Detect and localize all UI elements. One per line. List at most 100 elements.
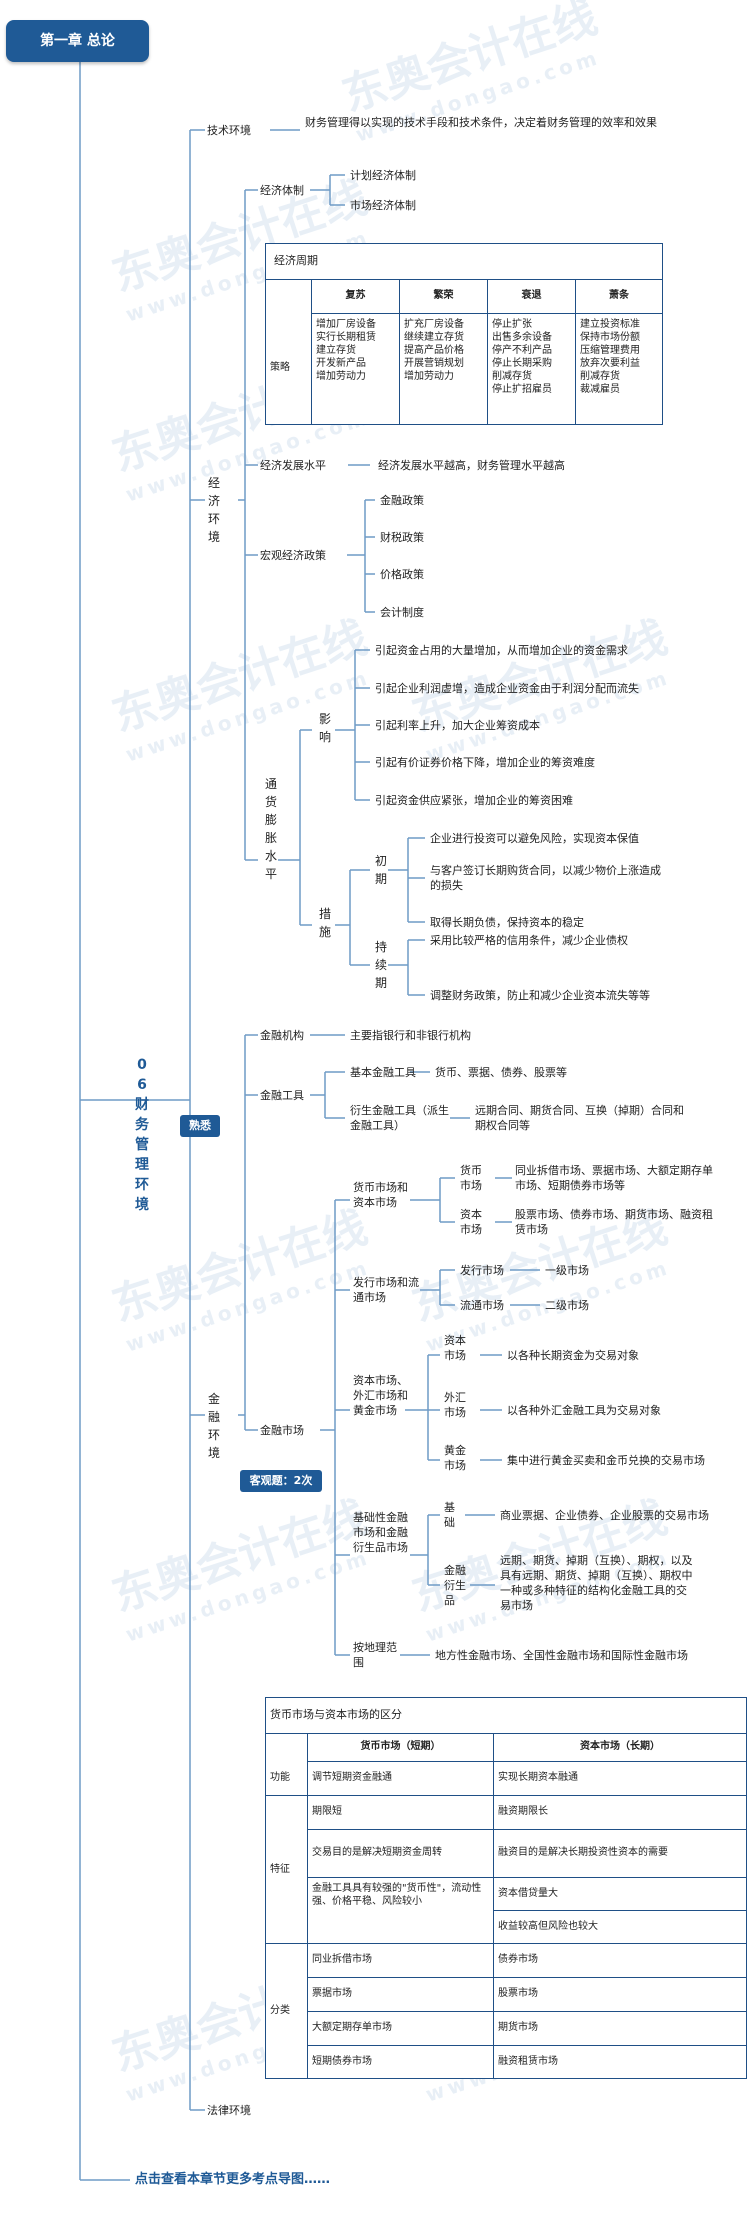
inflation-impact-5: 引起资金供应紧张，增加企业的筹资困难 (375, 794, 573, 807)
capital-market-2-node[interactable]: 资本市场 (444, 1334, 466, 1362)
capital-market-2-desc: 以各种长期资金为交易对象 (507, 1349, 639, 1362)
compare-col-capital: 资本市场（长期） (580, 1741, 660, 1752)
strategy-depression: 建立投资标准 保持市场份额 压缩管理费用 放弃次要利益 削减存货 裁减雇员 (580, 319, 640, 395)
chapter-title: 第一章 总论 (40, 33, 115, 49)
class-capital-4: 融资租赁市场 (498, 2056, 558, 2067)
secondary-market-desc: 二级市场 (545, 1299, 589, 1312)
law-env-node[interactable]: 法律环境 (207, 2104, 251, 2117)
fin-tools-derivative-node[interactable]: 衍生金融工具（派生金融工具） (350, 1104, 449, 1132)
fin-institution-node[interactable]: 金融机构 (260, 1029, 304, 1042)
econ-cycle-title: 经济周期 (274, 254, 318, 267)
class-capital-1: 债券市场 (498, 1954, 538, 1965)
inflation-early-node[interactable]: 初期 (374, 854, 387, 886)
fx-market-desc: 以各种外汇金融工具为交易对象 (507, 1404, 661, 1417)
inflation-early-3: 取得长期负债，保持资本的稳定 (430, 916, 584, 929)
macro-policy-node[interactable]: 宏观经济政策 (260, 549, 326, 562)
class-capital-3: 期货市场 (498, 2022, 538, 2033)
strategy-boom: 扩充厂房设备 继续建立存货 提高产品价格 开展营销规划 增加劳动力 (404, 319, 464, 382)
inflation-impact-2: 引起企业利润虚增，造成企业资金由于利润分配而流失 (375, 682, 639, 695)
func-label: 功能 (270, 1772, 290, 1783)
exam-frequency-badge: 客观题：2次 (240, 1470, 322, 1492)
macro-policy-finance: 金融政策 (380, 494, 424, 507)
feature-capital-1: 融资期限长 (498, 1806, 548, 1817)
econ-development-desc: 经济发展水平越高，财务管理水平越高 (378, 459, 565, 472)
phase-recession: 衰退 (521, 290, 542, 301)
econ-cycle-table: 经济周期 复苏 繁荣 衰退 萧条 策略 增加厂房设备 实行长期租赁 建立存货 开… (265, 243, 663, 425)
feature-money-2: 交易目的是解决短期资金周转 (312, 1847, 442, 1858)
tech-env-node[interactable]: 技术环境 (207, 124, 251, 137)
inflation-impact-node[interactable]: 影响 (318, 712, 331, 744)
capital-market-desc: 股票市场、债券市场、期货市场、融资租赁市场 (515, 1208, 713, 1236)
macro-policy-price: 价格政策 (380, 568, 424, 581)
fin-env-node[interactable]: 金融环境 (207, 1392, 220, 1460)
basic-deriv-market-node[interactable]: 基础性金融市场和金融衍生品市场 (353, 1511, 408, 1554)
fin-tools-derivative-desc: 远期合同、期货合同、互换（掉期）合同和期权合同等 (475, 1104, 684, 1132)
money-market-node[interactable]: 货币市场 (460, 1164, 482, 1192)
class-money-4: 短期债券市场 (312, 2056, 372, 2067)
feature-money-3: 金融工具具有较强的"货币性"，流动性强、价格平稳、风险较小 (312, 1883, 482, 1907)
chapter-title-button[interactable]: 第一章 总论 (6, 20, 149, 62)
compare-title: 货币市场与资本市场的区分 (270, 1708, 402, 1721)
strategy-recession: 停止扩张 出售多余设备 停产不利产品 停止长期采购 削减存货 停止扩招雇员 (492, 319, 552, 395)
inflation-early-2: 与客户签订长期购货合同，以减少物价上涨造成的损失 (430, 864, 661, 892)
strategy-label: 策略 (270, 362, 290, 373)
fin-tools-basic-node[interactable]: 基本金融工具 (350, 1066, 416, 1079)
issue-circulation-node[interactable]: 发行市场和流通市场 (353, 1276, 419, 1304)
inflation-continuous-node[interactable]: 持续期 (374, 940, 387, 990)
geo-market-desc: 地方性金融市场、全国性金融市场和国际性金融市场 (435, 1649, 688, 1662)
primary-market-node[interactable]: 发行市场 (460, 1264, 504, 1277)
fin-institution-desc: 主要指银行和非银行机构 (350, 1029, 471, 1042)
econ-development-node[interactable]: 经济发展水平 (260, 459, 326, 472)
market-compare-table: 货币市场与资本市场的区分 货币市场（短期） 资本市场（长期） 功能 调节短期资金… (265, 1697, 747, 2079)
money-capital-market-node[interactable]: 货币市场和资本市场 (353, 1181, 408, 1209)
fin-tools-node[interactable]: 金融工具 (260, 1089, 304, 1102)
feature-capital-3: 资本借贷量大 (498, 1888, 558, 1899)
capital-market-node[interactable]: 资本市场 (460, 1208, 482, 1236)
phase-depression: 萧条 (609, 290, 629, 301)
fin-tools-basic-desc: 货币、票据、债券、股票等 (435, 1066, 567, 1079)
inflation-measure-node[interactable]: 措施 (318, 907, 331, 939)
func-money: 调节短期资金融通 (312, 1772, 392, 1783)
class-money-2: 票据市场 (312, 1988, 352, 1999)
inflation-impact-4: 引起有价证券价格下降，增加企业的筹资难度 (375, 756, 595, 769)
econ-system-market: 市场经济体制 (350, 199, 416, 212)
feature-label: 特征 (270, 1864, 290, 1875)
inflation-continuous-1: 采用比较严格的信用条件，减少企业债权 (430, 934, 628, 947)
fin-market-node[interactable]: 金融市场 (260, 1424, 304, 1437)
tech-env-desc: 财务管理得以实现的技术手段和技术条件，决定着财务管理的效率和效果 (305, 116, 657, 129)
money-market-desc: 同业拆借市场、票据市场、大额定期存单市场、短期债券市场等 (515, 1164, 713, 1192)
phase-recovery: 复苏 (345, 290, 366, 301)
inflation-early-1: 企业进行投资可以避免风险，实现资本保值 (430, 832, 639, 845)
primary-market-desc: 一级市场 (545, 1264, 589, 1277)
inflation-continuous-2: 调整财务政策，防止和减少企业资本流失等等 (430, 989, 650, 1002)
gold-market-node[interactable]: 黄金市场 (444, 1444, 466, 1472)
strategy-recovery: 增加厂房设备 实行长期租赁 建立存货 开发新产品 增加劳动力 (316, 319, 376, 382)
macro-policy-fiscal: 财税政策 (380, 531, 424, 544)
deriv-market-node[interactable]: 金融衍生品 (444, 1564, 466, 1607)
secondary-market-node[interactable]: 流通市场 (460, 1299, 504, 1312)
gold-market-desc: 集中进行黄金买卖和金币兑换的交易市场 (507, 1454, 705, 1467)
basic-market-node[interactable]: 基础 (444, 1501, 455, 1529)
econ-system-node[interactable]: 经济体制 (260, 184, 304, 197)
feature-capital-2: 融资目的是解决长期投资性资本的需要 (498, 1847, 668, 1858)
econ-env-node[interactable]: 经济环境 (207, 476, 220, 544)
func-capital: 实现长期资本融通 (498, 1772, 578, 1783)
class-label: 分类 (270, 2005, 290, 2016)
class-money-3: 大额定期存单市场 (312, 2022, 392, 2033)
deriv-market-desc: 远期、期货、掉期（互换）、期权，以及具有远期、期货、掉期（互换）、期权中一种或多… (500, 1554, 693, 1612)
inflation-impact-3: 引起利率上升，加大企业筹资成本 (375, 719, 540, 732)
capital-fx-gold-node[interactable]: 资本市场、外汇市场和黄金市场 (353, 1374, 408, 1417)
econ-system-planned: 计划经济体制 (350, 169, 416, 182)
class-money-1: 同业拆借市场 (312, 1954, 372, 1965)
phase-boom: 繁荣 (433, 290, 454, 301)
feature-capital-4: 收益较高但风险也较大 (498, 1921, 598, 1932)
root-topic[interactable]: 06 财务管理环境 (135, 1057, 149, 1213)
inflation-node[interactable]: 通货膨胀水平 (264, 777, 277, 881)
more-mindmap-link[interactable]: 点击查看本章节更多考点导图…… (135, 2172, 331, 2187)
basic-market-desc: 商业票据、企业债券、企业股票的交易市场 (500, 1509, 709, 1522)
geo-market-node[interactable]: 按地理范围 (353, 1641, 397, 1669)
fx-market-node[interactable]: 外汇市场 (444, 1391, 466, 1419)
compare-col-money: 货币市场（短期） (360, 1741, 441, 1752)
class-capital-2: 股票市场 (498, 1988, 538, 1999)
inflation-impact-1: 引起资金占用的大量增加，从而增加企业的资金需求 (375, 644, 628, 657)
